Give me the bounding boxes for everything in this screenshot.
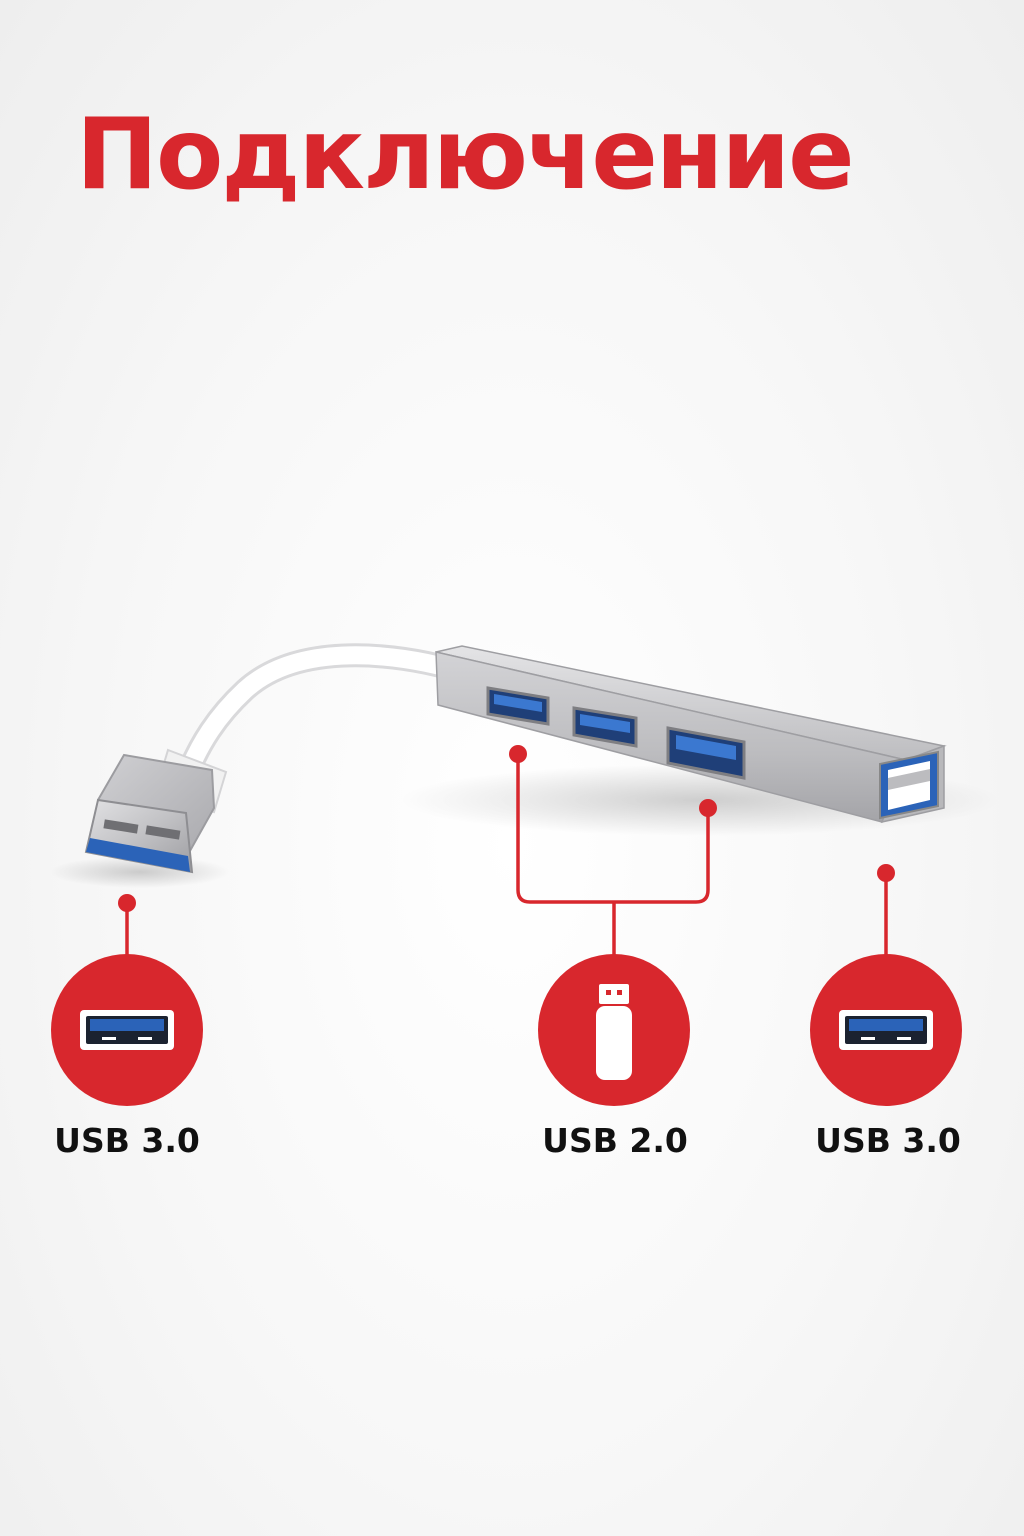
- callout-usb3-end: [810, 954, 962, 1106]
- callout-usb2-ports: [538, 954, 690, 1106]
- label-usb3-end: USB 3.0: [815, 1121, 961, 1160]
- hub-port-3: [666, 726, 746, 780]
- usb-a-plug: [84, 748, 228, 874]
- connector-dot-mid-1: [509, 745, 527, 763]
- connector-dot-right: [877, 864, 895, 882]
- connector-dot-left: [118, 894, 136, 912]
- hub-port-1: [486, 686, 550, 726]
- callout-usb3-plug: [51, 954, 203, 1106]
- label-usb2-ports: USB 2.0: [542, 1121, 688, 1160]
- callout-connectors: [125, 754, 888, 962]
- usb-port-icon: [839, 1010, 933, 1050]
- connector-dot-mid-2: [699, 799, 717, 817]
- hub-end-port: [879, 750, 939, 820]
- usb-cable: [178, 643, 460, 780]
- usb-hub: [435, 645, 947, 824]
- usb-port-icon: [80, 1010, 174, 1050]
- label-usb3-plug: USB 3.0: [54, 1121, 200, 1160]
- hub-port-2: [572, 706, 638, 748]
- usb-flash-drive-icon: [596, 984, 632, 1080]
- page-title: Подключение: [76, 98, 855, 212]
- callout-dots: [118, 745, 895, 912]
